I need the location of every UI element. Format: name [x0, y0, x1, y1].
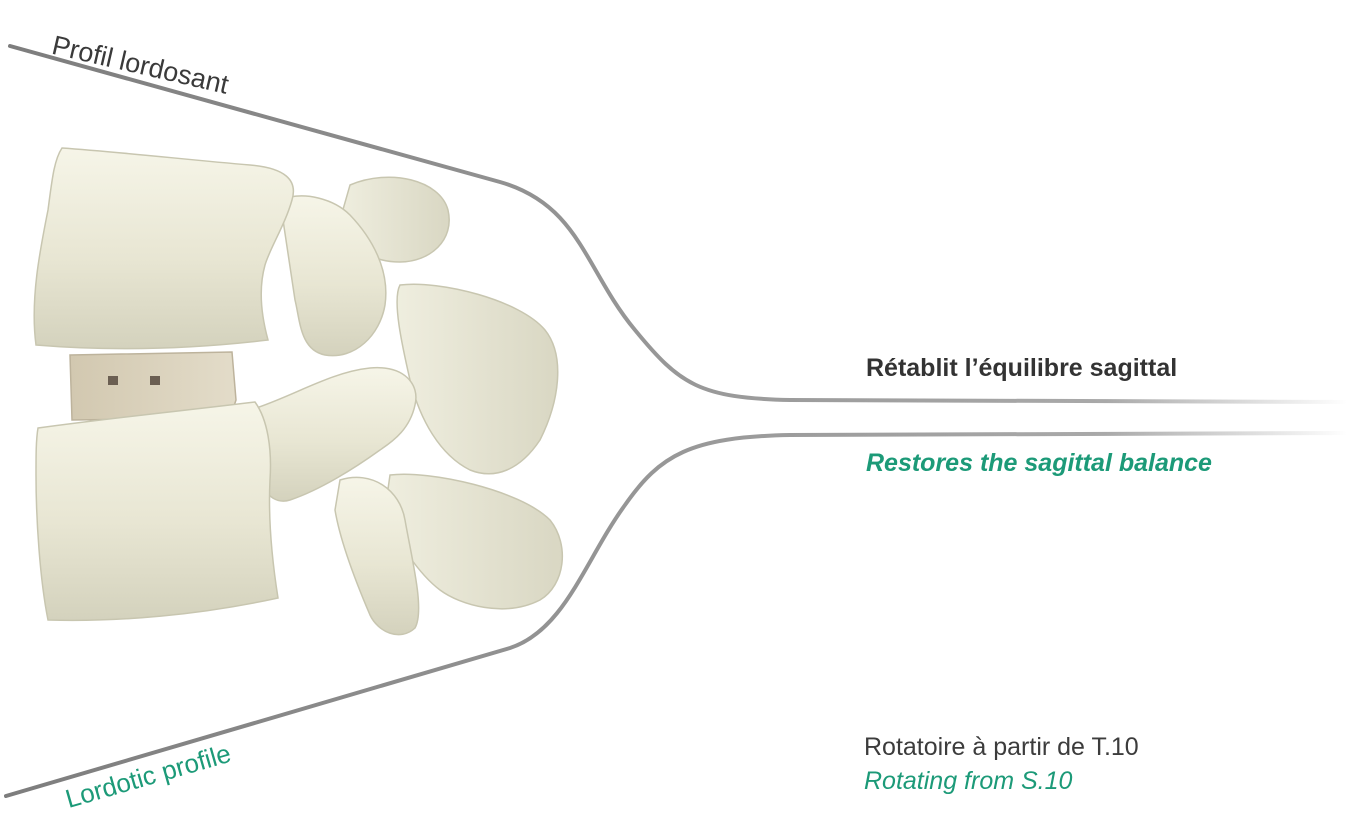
balance-callout-fr: Rétablit l’équilibre sagittal [866, 354, 1177, 383]
rotation-note-en: Rotating from S.10 [864, 767, 1072, 796]
rotation-note-fr: Rotatoire à partir de T.10 [864, 733, 1139, 762]
upper-vertebral-body [34, 148, 293, 349]
upper-transverse-process [397, 284, 558, 474]
implant-slot [150, 376, 160, 385]
balance-callout-en: Restores the sagittal balance [866, 449, 1212, 478]
implant-slot [108, 376, 118, 385]
lower-vertebral-body [36, 402, 278, 620]
